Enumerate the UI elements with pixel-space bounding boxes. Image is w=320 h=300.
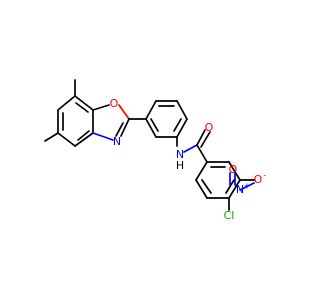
nitro-negative-charge: -	[264, 171, 267, 180]
carbonyl-oxygen-label: O	[205, 121, 214, 134]
ring2-bond-6	[195, 161, 208, 181]
benzo-ring-bond-3	[57, 132, 76, 147]
ring2-double-right	[225, 179, 235, 194]
amide-hydrogen-label: H	[176, 159, 184, 172]
amide-nitrogen-label: N	[176, 148, 184, 161]
benzo-ring-double-top	[75, 102, 89, 113]
phenyl-bond-6	[145, 118, 157, 138]
ring2-double-left	[201, 179, 212, 194]
phenyl-bond-3	[176, 100, 188, 120]
phenyl-bond-1	[145, 100, 157, 120]
carbonyl-c-o-bond	[196, 129, 206, 146]
nitro-n-bond-right	[239, 182, 255, 191]
nitro-oxygen-top-label: O	[229, 163, 238, 176]
oxazole-bond-o-c2	[118, 104, 130, 120]
carbonyl-aryl-bond	[196, 144, 208, 163]
benzo-ring-double-bottom	[77, 130, 90, 141]
oxazole-oxygen-label: O	[110, 97, 119, 110]
benzo-ring-bond-6	[74, 95, 94, 111]
oxazole-bond-n-c3a	[92, 132, 114, 141]
nitro-positive-charge: +	[244, 182, 251, 191]
ring2-bond-2	[228, 161, 241, 181]
phenyl-double-left	[150, 118, 159, 132]
phenyl-double-right	[173, 118, 182, 132]
nitro-oxygen-right-label: O	[254, 173, 263, 186]
benzo-ring-bond-4	[74, 132, 94, 147]
ring2-bond-3	[228, 179, 241, 199]
oxazole-nitrogen-label: N	[113, 135, 121, 148]
molecule-structure: O N N H O N O O Cl + -	[44, 79, 267, 222]
oxazole-double-bond	[115, 122, 124, 137]
phenyl-bond-4	[176, 118, 188, 138]
oxazole-bond-c7a-o	[92, 104, 110, 111]
carbonyl-double-bond	[200, 131, 211, 148]
methyl-bond-left	[44, 132, 59, 142]
ring2-bond-5	[195, 179, 208, 199]
oxazole-bond-c2-n	[120, 118, 130, 137]
nh-carbonyl-bond	[183, 144, 198, 153]
chlorine-label: Cl	[224, 209, 235, 222]
benzo-ring-bond-1	[57, 95, 76, 111]
molecule-canvas: O N N H O N O O Cl + -	[44, 79, 267, 222]
nitro-nitrogen-label: N	[236, 183, 244, 196]
